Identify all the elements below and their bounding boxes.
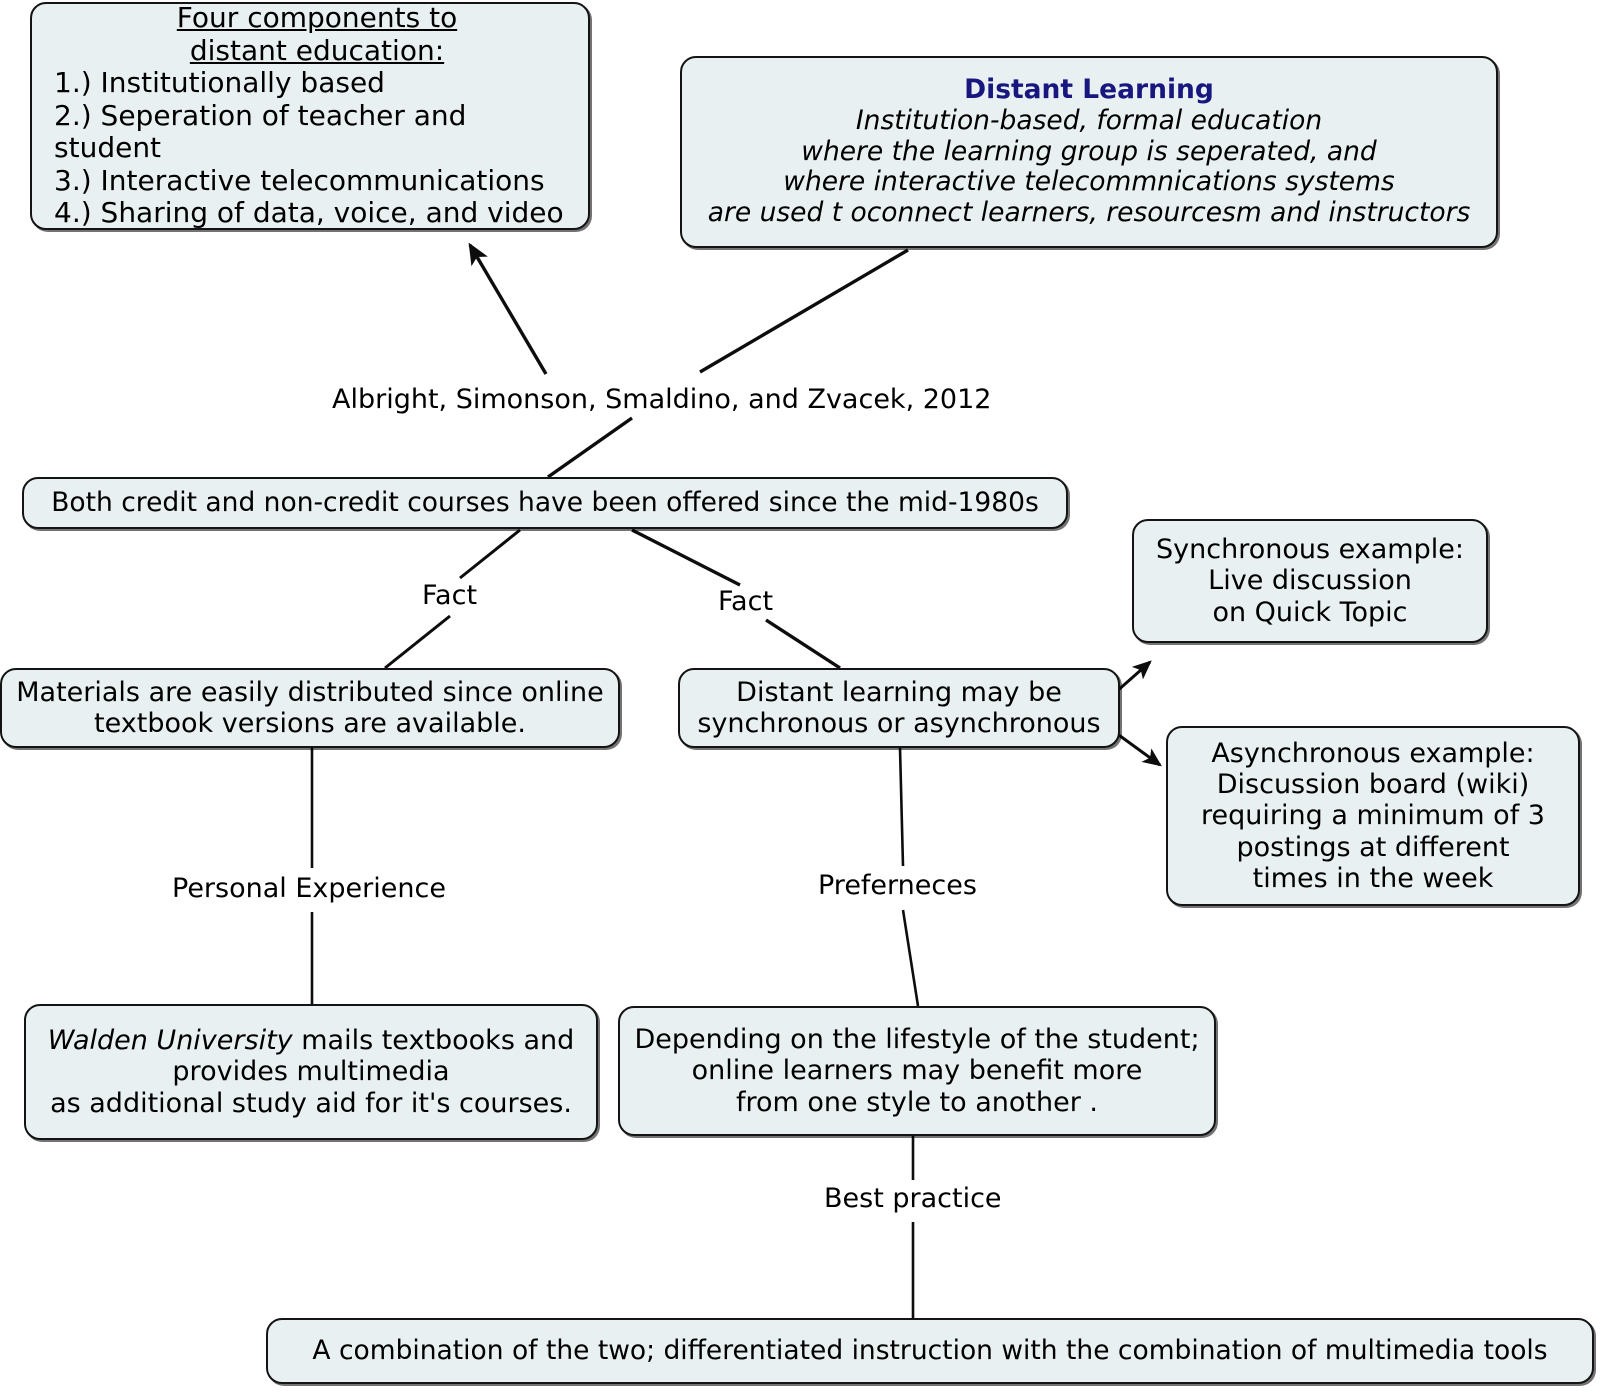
- credit-text: Both credit and non-credit courses have …: [51, 486, 1039, 518]
- edge-syncasync-to-synchronous: [1115, 660, 1152, 694]
- lifestyle-line-2: online learners may benefit more: [691, 1055, 1143, 1087]
- async-line-1: Asynchronous example:: [1211, 737, 1535, 769]
- lifestyle-line-1: Depending on the lifestyle of the studen…: [634, 1024, 1200, 1056]
- edge-syncasync-to-asynchronous: [1115, 731, 1162, 767]
- node-lifestyle-preference[interactable]: Depending on the lifestyle of the studen…: [618, 1006, 1216, 1136]
- node-materials-distributed[interactable]: Materials are easily distributed since o…: [0, 668, 620, 748]
- node-combination-best-practice[interactable]: A combination of the two; differentiated…: [266, 1318, 1594, 1384]
- async-line-2: Discussion board (wiki): [1216, 769, 1530, 801]
- edge-credit-to-fact-right: [631, 528, 741, 587]
- async-line-3: requiring a minimum of 3: [1201, 800, 1545, 832]
- edge-label-fact-left: Fact: [422, 580, 478, 611]
- walden-line-1-rest: mails textbooks and: [292, 1025, 575, 1057]
- definition-line-4: are used t oconnect learners, resourcesm…: [707, 197, 1471, 229]
- materials-line-2: textbook versions are available.: [94, 708, 526, 739]
- edge-label-best-practice: Best practice: [824, 1183, 1002, 1214]
- components-item-3: 3.) Interactive telecommunications: [54, 163, 545, 197]
- async-line-5: times in the week: [1252, 862, 1494, 894]
- edge-syncasync-to-preferences: [898, 747, 905, 867]
- walden-emphasis: Walden University: [47, 1025, 293, 1057]
- lifestyle-line-3: from one style to another .: [735, 1086, 1098, 1118]
- node-synchronous-or-asynchronous[interactable]: Distant learning may be synchronous or a…: [678, 668, 1120, 748]
- edge-preferences-to-lifestyle: [901, 909, 920, 1007]
- walden-line-2: provides multimedia: [172, 1056, 450, 1088]
- definition-line-2: where the learning group is seperated, a…: [801, 135, 1377, 167]
- sync-line-3: on Quick Topic: [1212, 596, 1408, 628]
- node-asynchronous-example[interactable]: Asynchronous example: Discussion board (…: [1166, 726, 1580, 906]
- combination-text: A combination of the two; differentiated…: [312, 1334, 1548, 1366]
- components-item-1: 1.) Institutionally based: [54, 66, 385, 100]
- components-heading-line1: Four components to: [176, 1, 458, 35]
- node-four-components[interactable]: Four components to distant education: 1.…: [30, 2, 590, 230]
- edge-citation-to-credit: [547, 416, 633, 479]
- edge-label-personal-experience: Personal Experience: [172, 873, 446, 904]
- definition-line-1: Institution-based, formal education: [855, 104, 1323, 136]
- sync-line-2: Live discussion: [1208, 565, 1412, 597]
- edge-fact-right-to-syncasync: [765, 618, 841, 670]
- walden-line-3: as additional study aid for it's courses…: [50, 1087, 572, 1119]
- node-credit-courses[interactable]: Both credit and non-credit courses have …: [22, 477, 1068, 529]
- materials-line-1: Materials are easily distributed since o…: [16, 676, 604, 708]
- edge-citation-to-components: [468, 242, 548, 375]
- syncasync-line-1: Distant learning may be: [736, 676, 1062, 708]
- node-synchronous-example[interactable]: Synchronous example: Live discussion on …: [1132, 519, 1488, 643]
- edge-label-citation: Albright, Simonson, Smaldino, and Zvacek…: [332, 384, 992, 415]
- definition-title: Distant Learning: [964, 74, 1214, 106]
- node-walden-university[interactable]: Walden University mails textbooks and pr…: [24, 1004, 598, 1140]
- syncasync-line-2: synchronous or asynchronous: [697, 708, 1101, 739]
- edge-fact-left-to-materials: [384, 614, 451, 670]
- components-item-2: 2.) Seperation of teacher and student: [54, 98, 467, 165]
- definition-line-3: where interactive telecommnications syst…: [783, 166, 1395, 198]
- edge-label-fact-right: Fact: [718, 586, 774, 617]
- components-item-4: 4.) Sharing of data, voice, and video: [54, 196, 564, 230]
- edge-label-preferences: Preferneces: [818, 870, 977, 901]
- components-heading-line2: distant education:: [189, 33, 445, 67]
- async-line-4: postings at different: [1236, 831, 1510, 863]
- edge-credit-to-fact-left: [459, 528, 521, 580]
- edge-citation-to-definition: [699, 248, 909, 374]
- sync-line-1: Synchronous example:: [1156, 534, 1464, 566]
- node-distant-learning-definition[interactable]: Distant Learning Institution-based, form…: [680, 56, 1498, 248]
